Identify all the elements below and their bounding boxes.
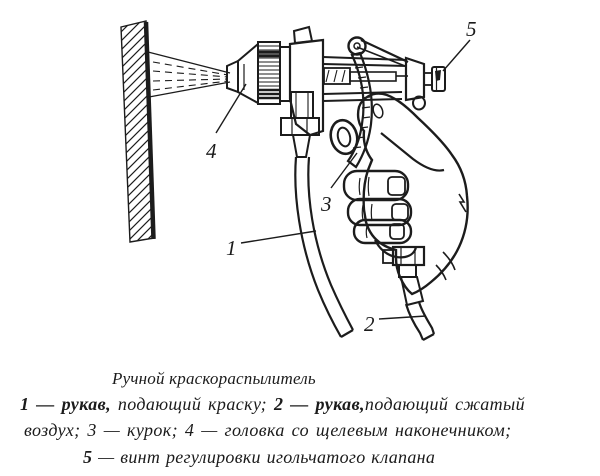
leader-lines bbox=[215, 39, 471, 320]
little-finger bbox=[352, 218, 413, 245]
fingernail bbox=[391, 203, 409, 221]
caption-line-3: 5 — винт регулировки игольчатого клапана bbox=[83, 447, 435, 468]
slot-nozzle-tip bbox=[226, 59, 239, 94]
leader-line-1 bbox=[240, 230, 317, 244]
adjusting-screw bbox=[423, 66, 446, 92]
paint-hose-connector bbox=[280, 91, 320, 158]
index-finger-edge bbox=[380, 132, 445, 172]
trigger-pivot bbox=[347, 36, 367, 56]
wrist-crease bbox=[435, 251, 456, 281]
wall bbox=[120, 20, 156, 243]
caption-part-5-desc: — винт регулировки игольчатого клапана bbox=[92, 447, 436, 467]
caption-part-1: 1 — рукав, bbox=[20, 394, 111, 414]
figure-title: Ручной краскораспылитель bbox=[112, 369, 316, 388]
handle-fitting bbox=[374, 239, 426, 307]
spray-gun-diagram: 4 3 1 2 5 bbox=[120, 17, 477, 341]
caption-part-2: 2 — рукав, bbox=[273, 394, 365, 414]
middle-finger bbox=[342, 169, 410, 202]
nozzle-head bbox=[226, 41, 291, 105]
spray-cone bbox=[147, 51, 231, 98]
air-valve-knob bbox=[412, 95, 426, 111]
index-fingernail bbox=[372, 103, 384, 119]
part-label-1: 1 bbox=[226, 236, 237, 260]
nozzle-cone bbox=[237, 41, 259, 105]
part-label-2: 2 bbox=[364, 312, 375, 336]
knuckle-mark bbox=[458, 193, 467, 213]
trigger-ring bbox=[329, 118, 359, 156]
part-label-4: 4 bbox=[206, 139, 217, 163]
top-fitting bbox=[292, 25, 314, 45]
paint-hose bbox=[294, 156, 354, 338]
part-labels: 4 3 1 2 5 bbox=[206, 17, 477, 336]
head-step-ring bbox=[279, 46, 291, 102]
fingernail bbox=[389, 223, 405, 240]
part-label-3: 3 bbox=[320, 192, 332, 216]
caption-part-1-desc: подающий краску; bbox=[110, 394, 274, 414]
leader-line-3 bbox=[330, 152, 358, 189]
caption-line-2: воздух; 3 — курок; 4 — головка со щелевы… bbox=[24, 420, 512, 440]
rear-block bbox=[404, 56, 426, 102]
air-hose bbox=[404, 301, 436, 341]
leader-line-5 bbox=[442, 39, 471, 72]
caption-part-5: 5 bbox=[83, 447, 93, 467]
leader-line-4 bbox=[215, 83, 247, 134]
needle-rod bbox=[349, 71, 397, 82]
wall-edge bbox=[143, 21, 156, 240]
part-label-5: 5 bbox=[466, 17, 477, 41]
caption-line-1: 1 — рукав, подающий краску; 2 — рукав,по… bbox=[20, 394, 525, 415]
caption-part-2-desc: подающий сжатый bbox=[364, 394, 526, 414]
fingernail bbox=[387, 176, 406, 196]
leader-line-2 bbox=[378, 315, 427, 320]
